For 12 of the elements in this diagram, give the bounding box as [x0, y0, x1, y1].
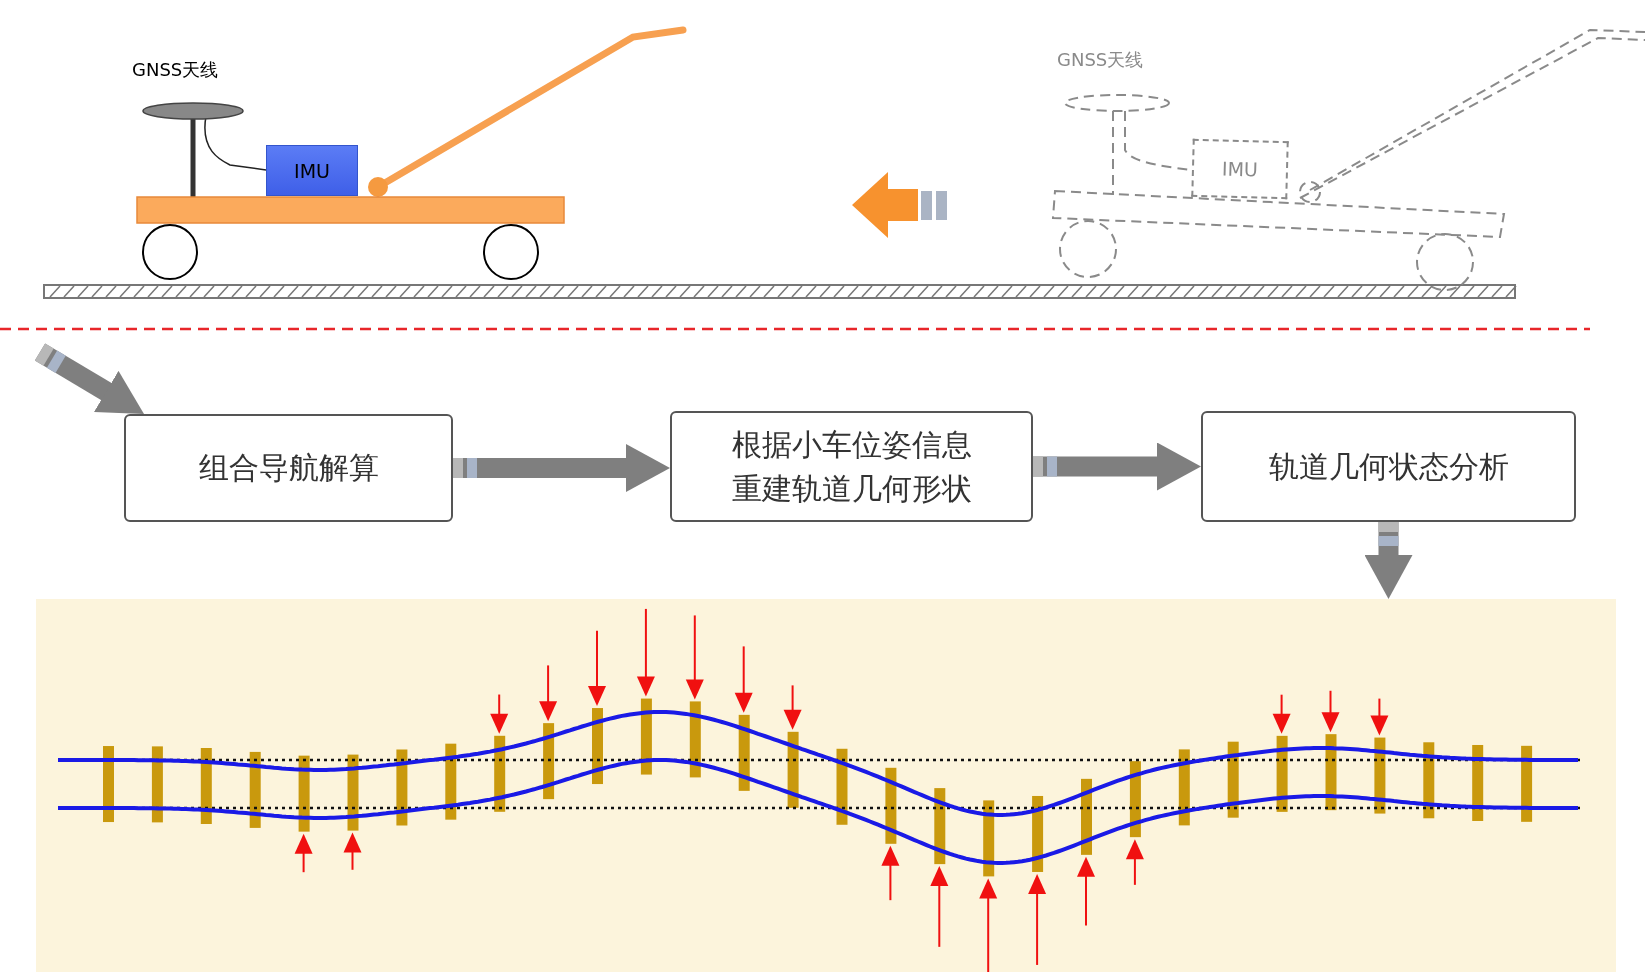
imu-label: IMU: [1221, 157, 1259, 181]
imu-outline-box: [1191, 138, 1289, 200]
process-box: [124, 414, 453, 522]
imu-label: IMU: [294, 159, 330, 182]
imu-box: [266, 145, 358, 196]
antenna-label: GNSS天线: [132, 58, 219, 82]
step-text: 根据小车位姿信息重建轨道几何形状: [730, 426, 973, 508]
step-text: 轨道几何状态分析: [1268, 447, 1509, 486]
antenna-label: GNSS天线: [1057, 48, 1144, 72]
process-box: [670, 411, 1033, 522]
step-text: 组合导航解算: [198, 449, 379, 488]
process-box: [1201, 411, 1576, 522]
